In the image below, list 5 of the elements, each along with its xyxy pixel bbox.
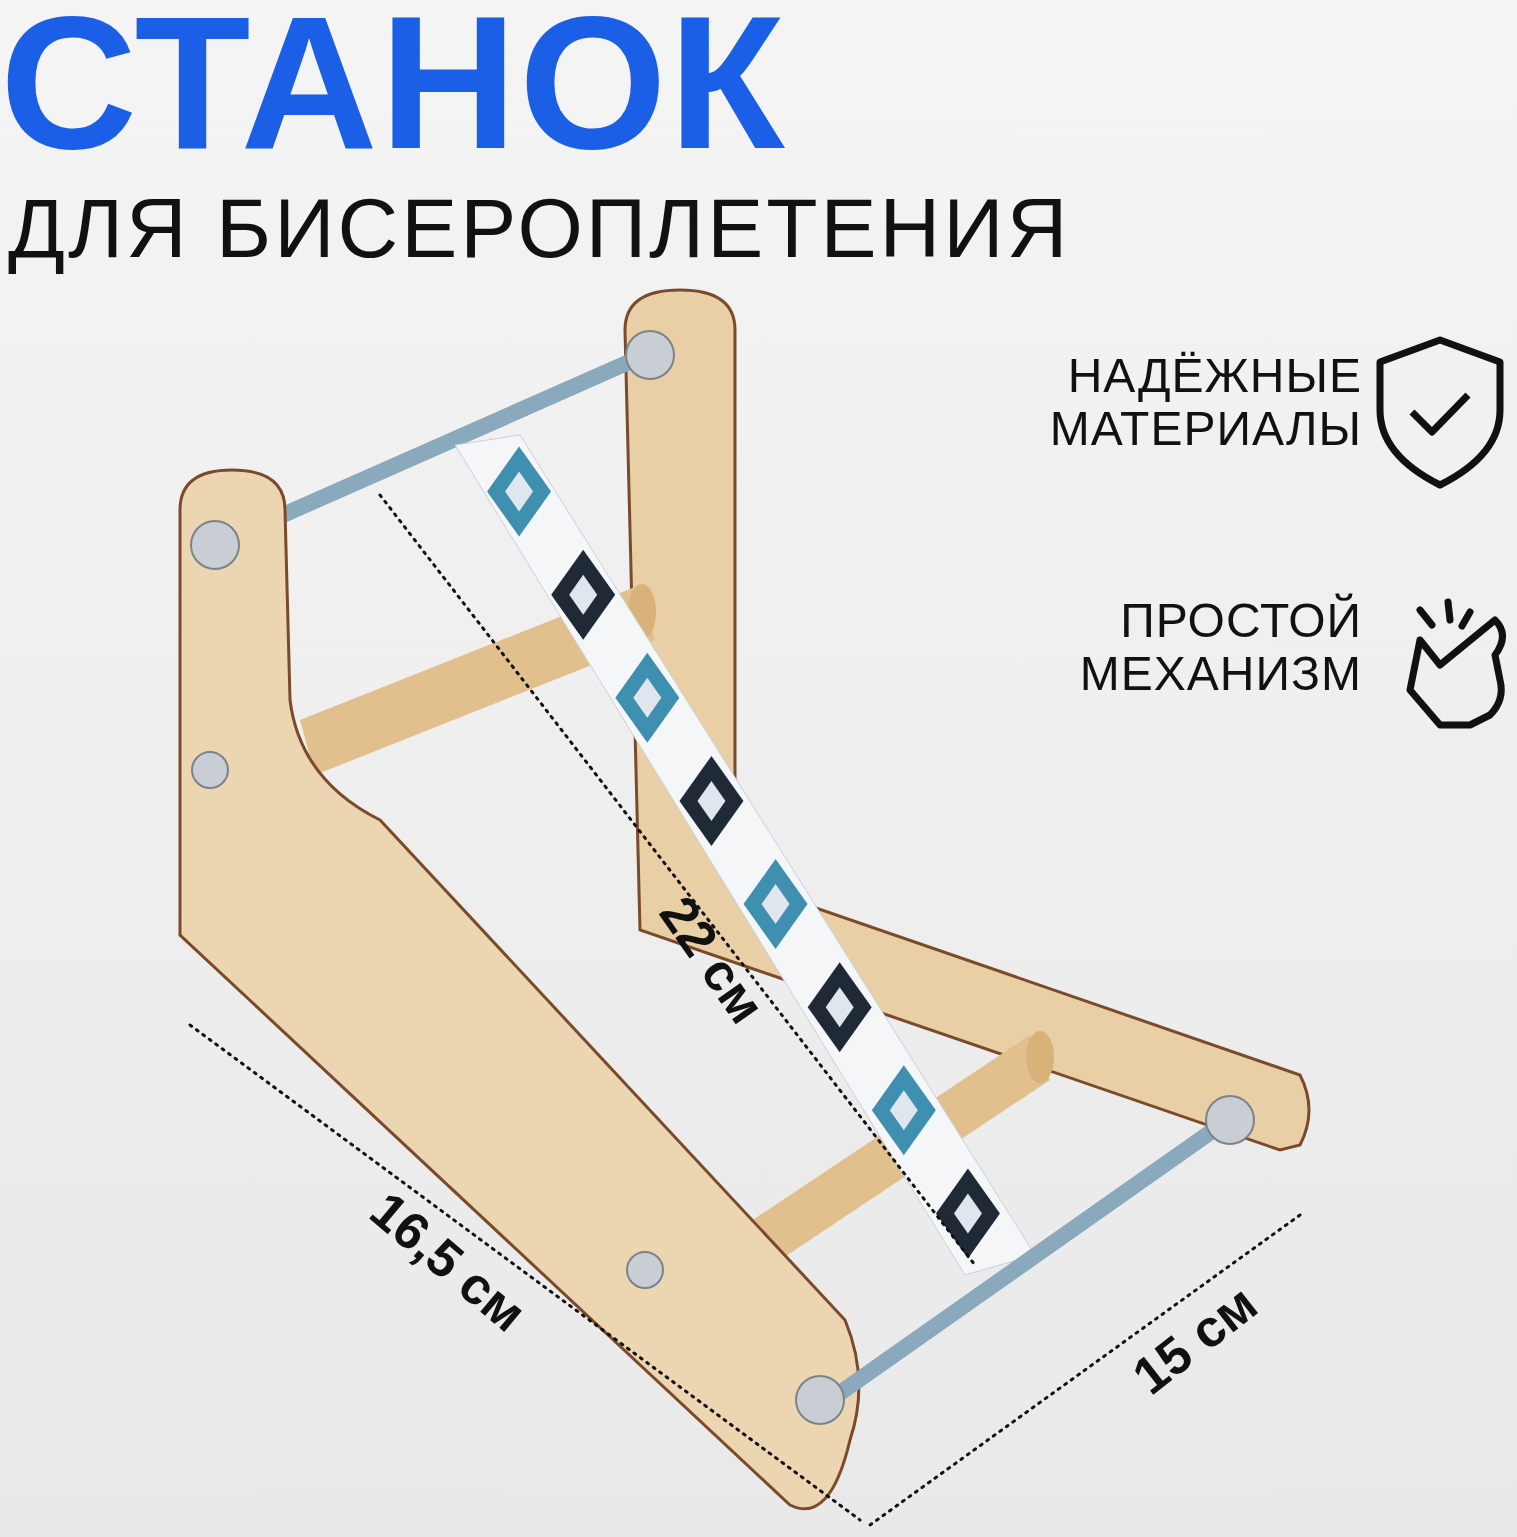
- dimension-label: 15 см: [1122, 1274, 1268, 1406]
- dimension-label: 16,5 см: [359, 1181, 537, 1343]
- feature-text: НАДЁЖНЫЕ МАТЕРИАЛЫ: [1049, 350, 1362, 456]
- dimension-label: 22 см: [648, 886, 776, 1034]
- feature-text: ПРОСТОЙ МЕХАНИЗМ: [1079, 595, 1362, 701]
